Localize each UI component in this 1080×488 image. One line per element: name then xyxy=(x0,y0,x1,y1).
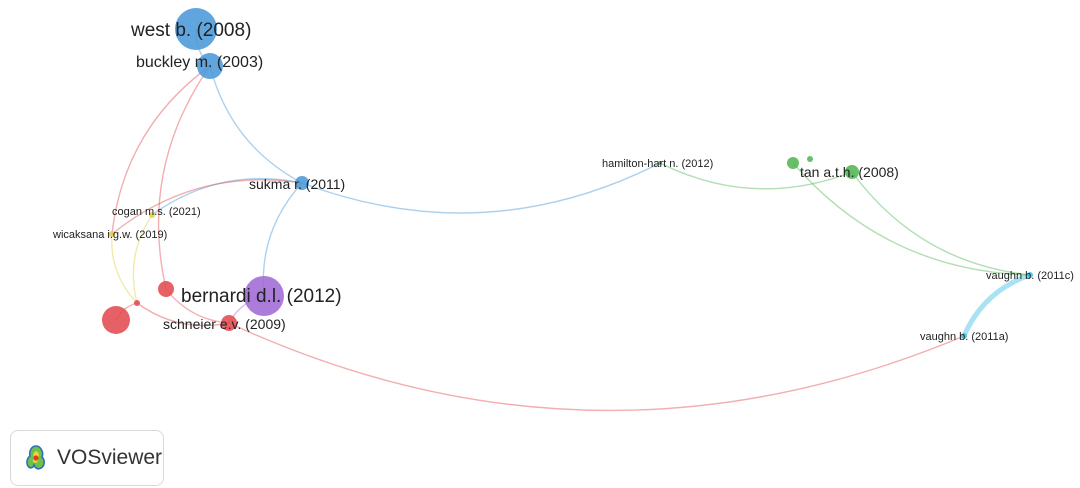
link-cogan-red_small xyxy=(132,214,153,304)
vosviewer-logo-badge: VOSviewer xyxy=(10,430,164,486)
app-name: VOSviewer xyxy=(57,446,163,469)
node-label-buckley: buckley m. (2003) xyxy=(136,54,263,71)
node-schneier[interactable] xyxy=(221,315,237,331)
network-links xyxy=(111,28,1031,412)
node-buckley[interactable] xyxy=(197,53,223,79)
node-label-hamilton: hamilton-hart n. (2012) xyxy=(602,158,713,170)
node-red_small[interactable] xyxy=(134,300,140,306)
node-west[interactable] xyxy=(175,8,217,50)
network-labels: west b. (2008) buckley m. (2003) sukma r. … xyxy=(52,20,1074,343)
node-green_b[interactable] xyxy=(807,156,813,162)
node-label-wicaksana: wicaksana i.g.w. (2019) xyxy=(52,229,167,241)
link-buckley-wicaksana xyxy=(111,65,211,235)
link-sukma-hamilton xyxy=(301,162,661,214)
vosviewer-heatmap-logo-icon xyxy=(26,445,45,470)
network-nodes xyxy=(102,8,1033,339)
node-vaughna[interactable] xyxy=(961,333,967,339)
node-vaughnc[interactable] xyxy=(1027,272,1033,278)
link-green_a-vaughnc xyxy=(792,162,1031,276)
node-red_big[interactable] xyxy=(102,306,130,334)
link-hamilton-tan xyxy=(659,162,853,190)
link-wicaksana-red_small xyxy=(111,233,138,304)
node-label-west: west b. (2008) xyxy=(130,20,251,41)
node-label-tan: tan a.t.h. (2008) xyxy=(800,164,899,180)
node-label-vaughna: vaughn b. (2011a) xyxy=(920,331,1008,343)
link-sukma-cogan xyxy=(151,177,303,216)
node-red_mid[interactable] xyxy=(158,281,174,297)
node-hamilton[interactable] xyxy=(658,161,662,165)
node-label-schneier: schneier e.v. (2009) xyxy=(163,316,286,332)
link-buckley-red_mid xyxy=(157,65,211,290)
node-wicaksana[interactable] xyxy=(109,231,115,237)
node-green_a[interactable] xyxy=(787,157,799,169)
node-cogan[interactable] xyxy=(149,212,155,218)
node-tan[interactable] xyxy=(845,165,859,179)
node-sukma[interactable] xyxy=(295,176,309,190)
link-buckley-sukma xyxy=(209,65,303,184)
node-label-vaughnc: vaughn b. (2011c) xyxy=(986,270,1074,282)
node-bernardi[interactable] xyxy=(244,276,284,316)
link-schneier-vaughna xyxy=(228,322,965,412)
link-red_small-schneier xyxy=(136,302,230,327)
node-label-bernardi: bernardi d.l. (2012) xyxy=(181,286,342,307)
link-sukma-wicaksana xyxy=(111,179,303,235)
link-tan-vaughnc xyxy=(851,171,1031,276)
node-label-cogan: cogan m.s. (2021) xyxy=(112,206,201,218)
node-label-sukma: sukma r. (2011) xyxy=(249,176,345,192)
link-vaughnc-vaughna xyxy=(961,272,1031,337)
